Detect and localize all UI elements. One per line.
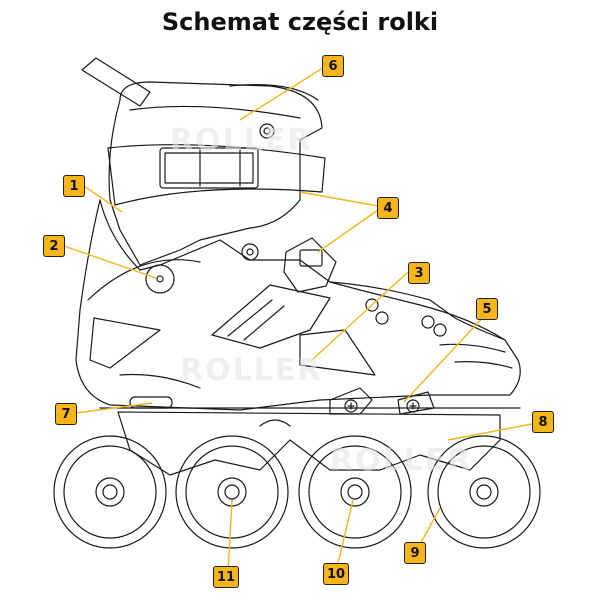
frame xyxy=(117,411,501,476)
leader-11 xyxy=(227,499,233,573)
leader-10 xyxy=(335,499,354,573)
marker-7: 7 xyxy=(55,403,77,425)
marker-11: 11 xyxy=(213,566,239,588)
leader-3 xyxy=(311,271,409,361)
marker-2: 2 xyxy=(43,235,65,257)
buckle-strap xyxy=(107,144,326,206)
marker-8: 8 xyxy=(532,411,554,433)
boot-shell xyxy=(75,199,521,411)
wheel-3 xyxy=(298,435,412,549)
side-panel xyxy=(299,329,376,376)
marker-5: 5 xyxy=(476,298,498,320)
marker-1: 1 xyxy=(63,175,85,197)
leader-9 xyxy=(417,507,441,549)
leader-4b xyxy=(317,209,379,253)
marker-9: 9 xyxy=(404,542,426,564)
cuff-shell xyxy=(108,81,323,266)
leader-7 xyxy=(75,402,153,414)
leader-1 xyxy=(83,185,123,213)
cuff-rivet-top xyxy=(259,123,275,139)
leader-4a xyxy=(299,191,379,207)
frame-screw-plate xyxy=(329,387,373,415)
strap-ratchet xyxy=(283,237,337,293)
leader-6 xyxy=(239,65,327,121)
marker-4: 4 xyxy=(377,197,399,219)
leader-5 xyxy=(403,311,489,403)
leader-2 xyxy=(63,245,157,279)
marker-3: 3 xyxy=(408,262,430,284)
buckle xyxy=(159,147,259,189)
wheel-2 xyxy=(175,435,289,549)
wheel-4 xyxy=(427,435,541,549)
leader-8 xyxy=(447,423,533,441)
wheel-1 xyxy=(53,435,167,549)
marker-6: 6 xyxy=(322,55,344,77)
cuff-tongue xyxy=(81,57,151,107)
diagram-title: Schemat części rolki xyxy=(161,8,439,36)
ankle-rivet xyxy=(145,264,175,294)
power-strap xyxy=(211,284,331,349)
marker-10: 10 xyxy=(323,563,349,585)
